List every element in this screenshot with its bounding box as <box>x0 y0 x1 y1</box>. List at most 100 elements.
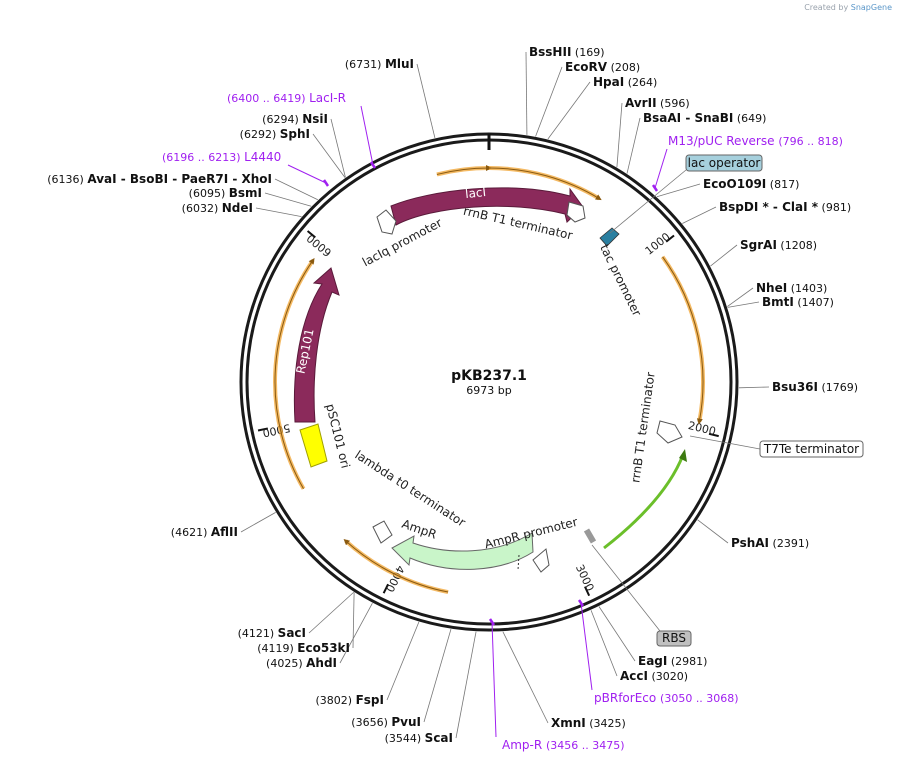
primer-line-l4440 <box>287 164 327 184</box>
site-label-scai[interactable]: (3544) ScaI <box>385 731 453 745</box>
plasmid-name: pKB237.1 <box>451 368 527 384</box>
orf-arcs <box>273 165 705 595</box>
site-label-nsii[interactable]: (6294) NsiI <box>262 112 328 126</box>
site-label-bspdi[interactable]: BspDI * - ClaI * (981) <box>719 200 851 214</box>
site-label-bsmi[interactable]: (6095) BsmI <box>189 186 262 200</box>
rrnb-terminator-glyph-1 <box>566 201 586 223</box>
primer-name-laci-r: LacI-R <box>309 91 346 105</box>
site-position-saci: (4121) <box>238 627 278 640</box>
snapgene-credit: Created by SnapGene <box>804 3 892 12</box>
site-line-sgrai <box>710 244 738 267</box>
psc101-ori-feature[interactable] <box>299 423 328 468</box>
primer-name-m13-puc-reverse: M13/pUC Reverse <box>668 134 778 148</box>
site-line-aflii <box>240 512 276 533</box>
site-position-eco53ki: (4119) <box>257 642 297 655</box>
site-label-saci[interactable]: (4121) SacI <box>238 626 306 640</box>
primer-label-amp-r[interactable]: Amp-R (3456 .. 3475) <box>502 738 625 752</box>
ruler-tick-3000 <box>584 586 591 597</box>
plasmid-size: 6973 bp <box>466 384 511 397</box>
rep101-feature[interactable] <box>293 267 340 423</box>
laciq-promoter-glyph <box>376 209 397 235</box>
primer-annotations: (6400 .. 6419) LacI-R (6196 .. 6213) L444… <box>162 91 843 752</box>
rbs-feature[interactable] <box>583 528 597 544</box>
ruler-label-6000: 6000 <box>304 231 334 259</box>
site-line-pshai <box>697 519 729 544</box>
site-line-ecoo109i <box>656 183 701 198</box>
site-label-xmni[interactable]: XmnI (3425) <box>551 716 626 730</box>
box-line-lac-operator <box>609 169 687 234</box>
site-position-sphi: (6292) <box>240 128 280 141</box>
box-lac-operator[interactable] <box>685 154 763 172</box>
orf-arc-line-right <box>662 256 704 425</box>
site-label-hpai[interactable]: HpaI (264) <box>593 75 657 89</box>
rrnb-t1-terminator-label-right: rrnB T1 terminator <box>628 371 657 484</box>
site-label-avrii[interactable]: AvrII (596) <box>625 96 690 110</box>
site-name-saci: SacI <box>278 626 306 640</box>
site-label-sgrai[interactable]: SgrAI (1208) <box>740 238 817 252</box>
site-label-ecorv[interactable]: EcoRV (208) <box>565 60 640 74</box>
primer-line-laci-r <box>360 105 374 166</box>
site-line-fspi <box>386 621 420 701</box>
lambda-terminator-glyph <box>372 520 393 544</box>
rrnb-terminator-glyph-2 <box>656 420 683 444</box>
site-position-scai: (3544) <box>385 732 425 745</box>
primer-line-m13-puc-reverse <box>654 148 668 189</box>
site-name-bsaai: BsaAI - SnaBI <box>643 111 733 125</box>
green-terminator-arrowhead <box>679 449 687 462</box>
site-label-pvui[interactable]: (3656) PvuI <box>351 715 421 729</box>
site-label-mlui[interactable]: (6731) MluI <box>345 57 414 71</box>
site-position-nsii: (6294) <box>262 113 302 126</box>
site-name-bsmi: BsmI <box>229 186 262 200</box>
site-label-ndei[interactable]: (6032) NdeI <box>182 201 253 215</box>
site-name-pshai: PshAI <box>731 536 769 550</box>
orf-arc-top <box>436 166 490 177</box>
site-label-bmti[interactable]: BmtI (1407) <box>762 295 834 309</box>
primer-mark-amp-r <box>488 618 496 626</box>
site-line-bspdi <box>682 206 717 224</box>
site-label-pshai[interactable]: PshAI (2391) <box>731 536 809 550</box>
site-position-eagi: (2981) <box>667 655 707 668</box>
credit-prefix: Created by <box>804 3 849 12</box>
site-name-scai: ScaI <box>425 731 453 745</box>
site-label-eagi[interactable]: EagI (2981) <box>638 654 707 668</box>
primer-label-pbrforeco[interactable]: pBRforEco (3050 .. 3068) <box>594 691 739 705</box>
site-line-ahdi <box>339 602 373 664</box>
primer-range-amp-r: (3456 .. 3475) <box>546 739 625 752</box>
primer-label-laci-r[interactable]: (6400 .. 6419) LacI-R <box>227 91 346 105</box>
ampr-label: AmpR <box>400 517 438 542</box>
site-label-avai[interactable]: (6136) AvaI - BsoBI - PaeR7I - XhoI <box>47 172 272 186</box>
site-label-bsu36i[interactable]: Bsu36I (1769) <box>772 380 858 394</box>
tac-promoter-feature[interactable] <box>599 227 620 247</box>
site-position-avai: (6136) <box>47 173 87 186</box>
ruler-tick-6000 <box>306 230 316 239</box>
ruler-label-2000: 2000 <box>687 419 717 438</box>
primer-range-pbrforeco: (3050 .. 3068) <box>660 692 739 705</box>
primer-label-m13-puc-reverse[interactable]: M13/pUC Reverse (796 .. 818) <box>668 134 843 148</box>
site-label-fspi[interactable]: (3802) FspI <box>316 693 384 707</box>
primer-label-l4440[interactable]: (6196 .. 6213) L4440 <box>162 150 281 164</box>
site-label-ecoo109i[interactable]: EcoO109I (817) <box>703 177 799 191</box>
site-position-nhei: (1403) <box>787 282 827 295</box>
site-label-eco53ki[interactable]: (4119) Eco53kI <box>257 641 350 655</box>
site-label-aflii[interactable]: (4621) AflII <box>171 525 238 539</box>
box-t7te-terminator[interactable] <box>759 440 864 458</box>
site-label-acci[interactable]: AccI (3020) <box>620 669 688 683</box>
primer-mark-m13-puc-reverse <box>651 184 659 192</box>
site-label-nhei[interactable]: NheI (1403) <box>756 281 827 295</box>
ruler-tick-1000 <box>665 234 675 243</box>
site-position-aflii: (4621) <box>171 526 211 539</box>
site-name-bsshii: BssHII <box>529 45 571 59</box>
site-label-ahdi[interactable]: (4025) AhdI <box>266 656 337 670</box>
box-rbs[interactable] <box>656 630 692 647</box>
site-label-sphi[interactable]: (6292) SphI <box>240 127 310 141</box>
box-label-lac-operator: lac operator <box>688 156 761 170</box>
ruler-label-5000: 5000 <box>261 421 291 439</box>
ampr-feature[interactable] <box>391 532 534 570</box>
site-label-bsshii[interactable]: BssHII (169) <box>529 45 604 59</box>
site-position-bsshii: (169) <box>571 46 604 59</box>
site-name-bspdi: BspDI * - ClaI * <box>719 200 819 214</box>
orf-arc-line-left <box>274 258 315 490</box>
site-position-bspdi: (981) <box>818 201 851 214</box>
site-label-bsaai[interactable]: BsaAI - SnaBI (649) <box>643 111 766 125</box>
